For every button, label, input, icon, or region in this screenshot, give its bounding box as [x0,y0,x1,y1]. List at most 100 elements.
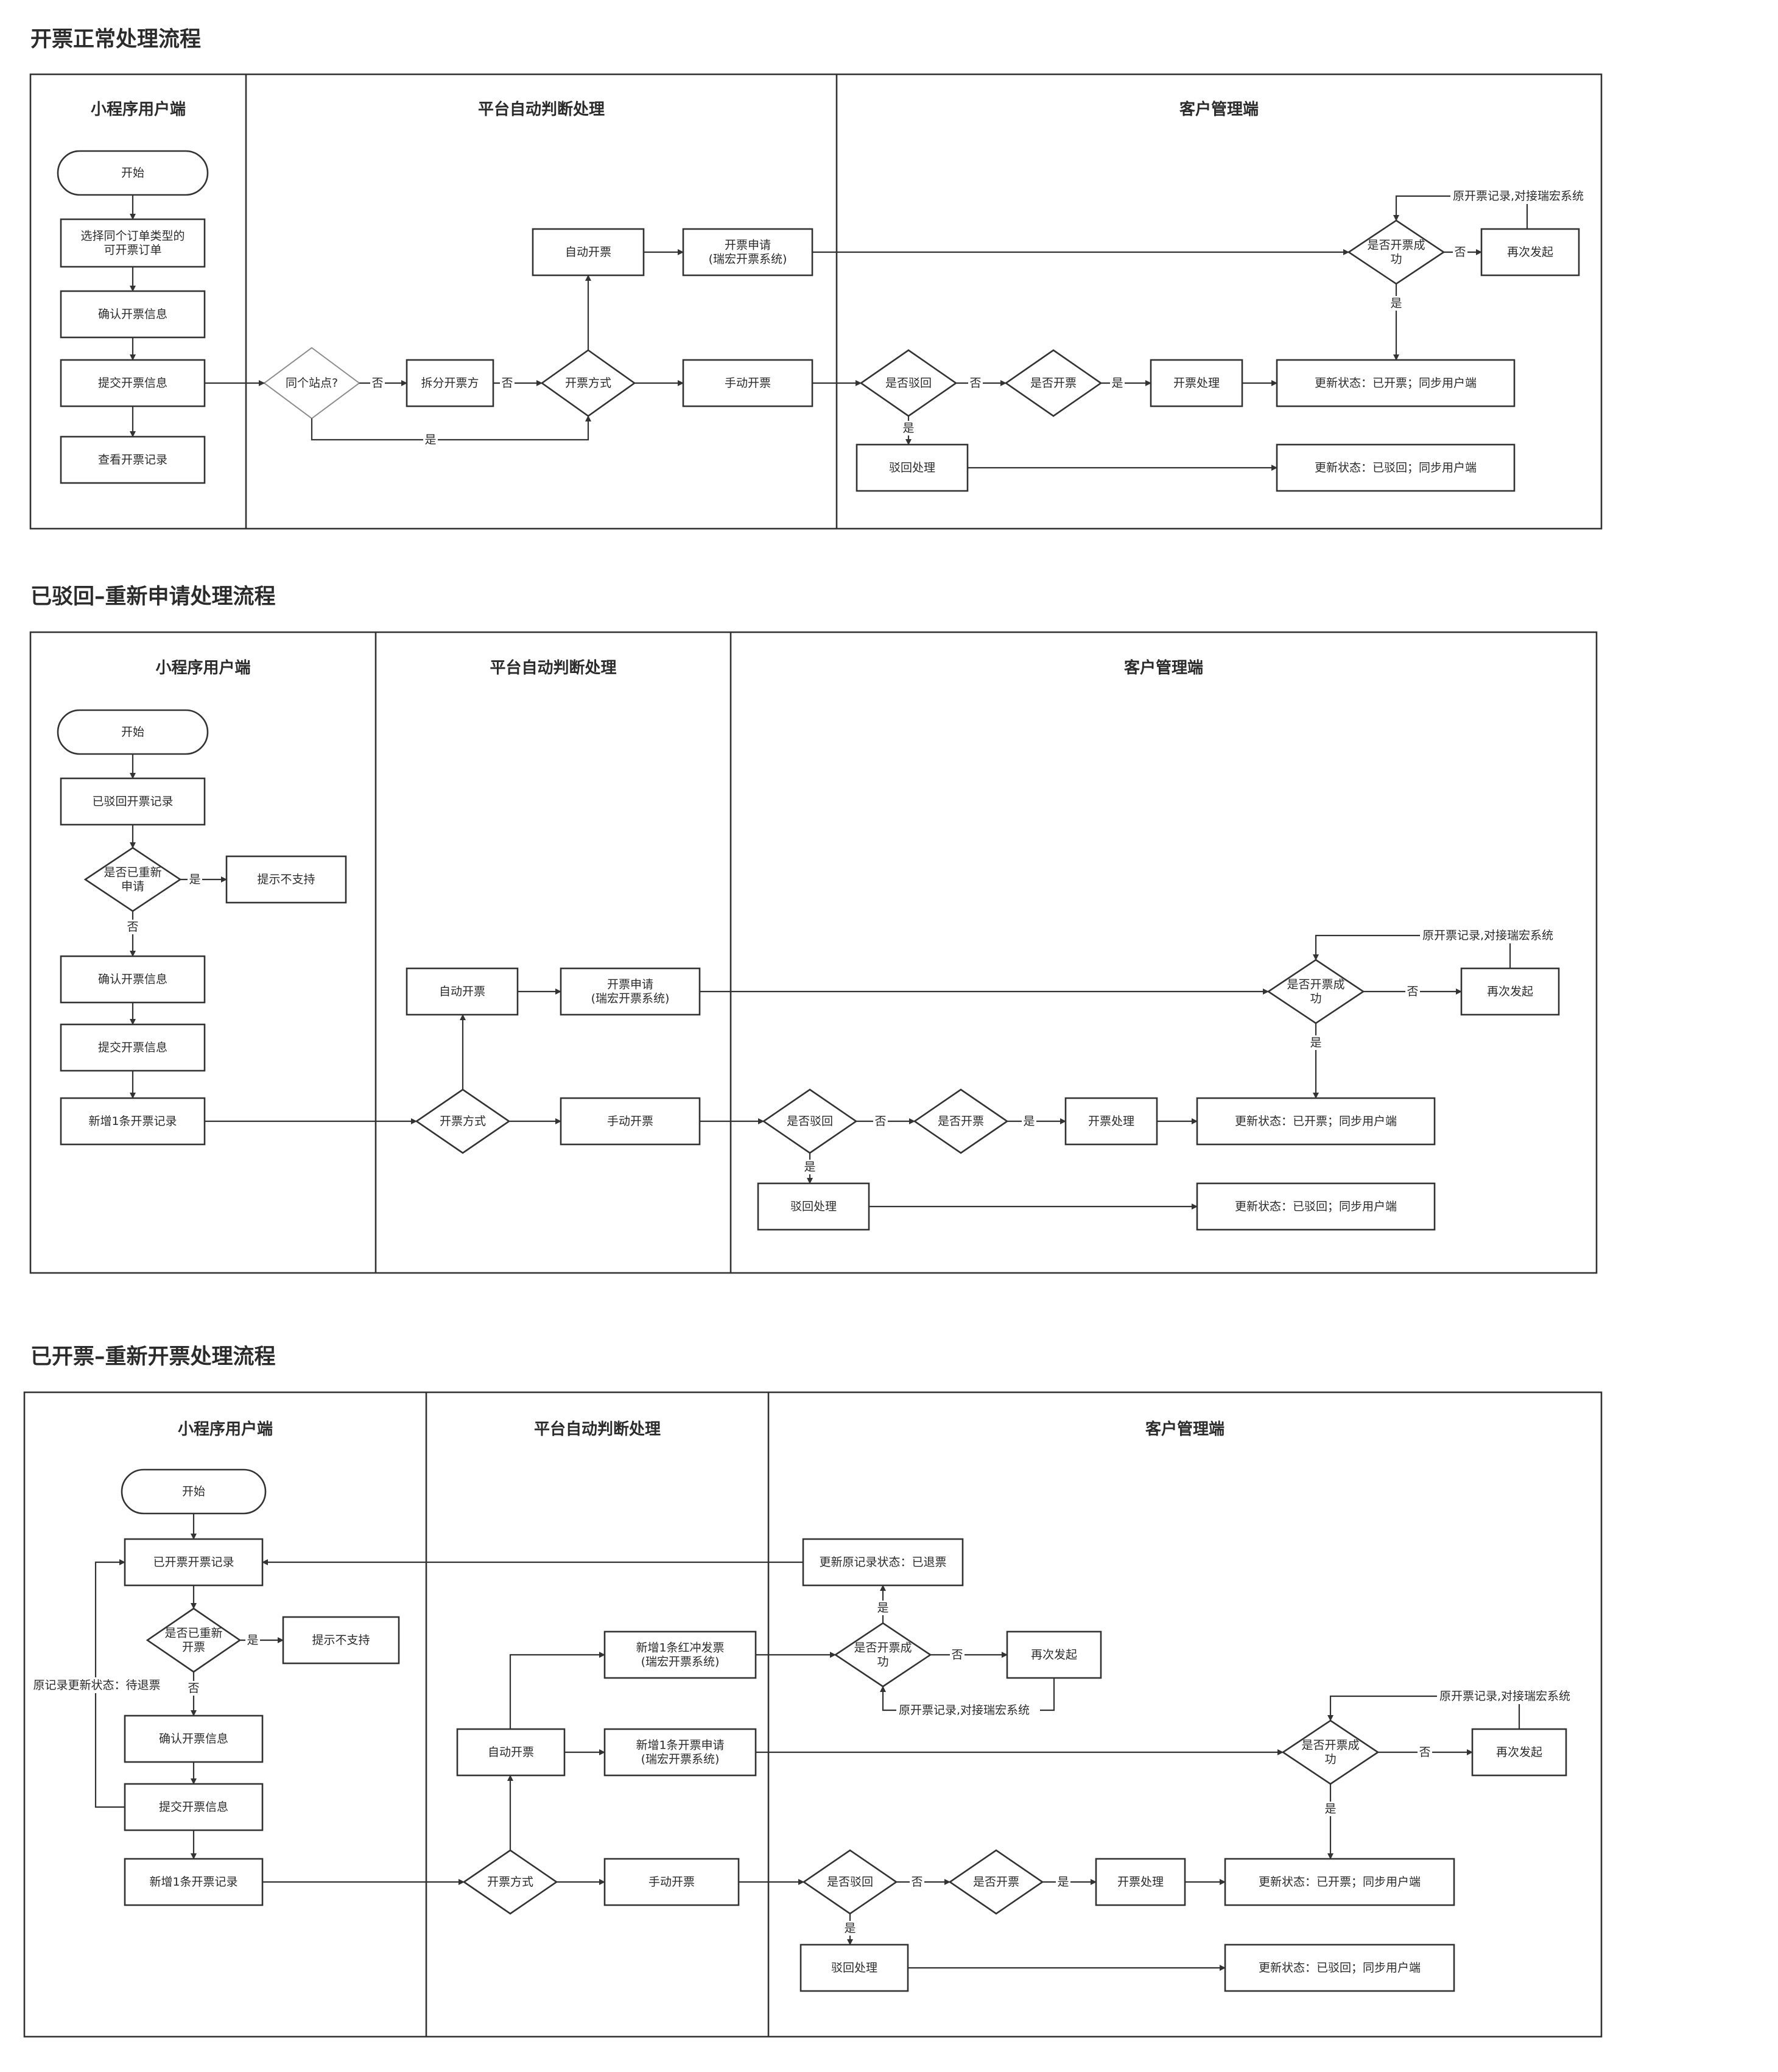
s2-rejected-record-label: 已驳回开票记录 [92,795,173,808]
s3-process: 开票处理 [1095,1858,1186,1906]
s1-confirm-shape [60,290,206,339]
s3-red-invoice-shape [603,1630,757,1679]
s1-l-yes-2-bg [1110,376,1125,390]
s1-submit: 提交开票信息 [60,359,206,407]
s2-auto: 自动开票 [406,967,519,1016]
section-2-frame: 小程序用户端平台自动判断处理客户管理端 [29,631,1598,1274]
s2-rejected-q-label: 是否驳回 [787,1115,833,1128]
s1-auto: 自动开票 [532,228,645,277]
s2-start-label: 开始 [121,725,144,739]
section-2-title: 已驳回–重新申请处理流程 [30,585,276,609]
s3-confirm-shape [124,1714,264,1763]
section-1-title-text: 开票正常处理流程 [30,27,201,52]
s1-reject-handle-label: 驳回处理 [889,461,935,474]
section-3-title-text: 已开票–重新开票处理流程 [30,1345,276,1369]
s2-process-label: 开票处理 [1088,1115,1134,1128]
s1-confirm-label: 确认开票信息 [98,308,167,321]
s3-l-yes-2-text: 是 [877,1601,888,1615]
s2-status-rejected-shape [1196,1182,1436,1231]
s3-new-apply-label-line-1: 新增1条开票申请 [636,1739,724,1752]
s3-red-loop-note-bg [896,1702,1040,1718]
s1-e8 [311,415,591,441]
s3-l-no-3: 否 [1418,1745,1432,1760]
s3-l-no-4-bg [910,1875,924,1889]
s3-red-invoice: 新增1条红冲发票(瑞宏开票系统) [603,1630,757,1679]
s1-rejected-q: 是否驳回 [859,349,958,417]
s1-l-no-1: 否 [370,376,385,390]
section-3-frame-lane-title-1: 小程序用户端 [178,1420,273,1439]
s3-submit-shape [124,1783,264,1831]
s2-rejected-q: 是否驳回 [762,1088,858,1154]
s1-select-orders-label-line-1: 选择同个订单类型的 [80,230,184,243]
s2-l-yes-3: 是 [803,1160,817,1174]
s2-success-q-label-line-1: 是否开票成 [1287,978,1344,992]
s3-reissued-q-label-line-1: 是否已重新 [164,1627,222,1640]
s3-l-yes-5-text: 是 [844,1922,856,1935]
s3-start: 开始 [121,1468,267,1515]
s3-l-no-4: 否 [910,1875,924,1889]
s3-method: 开票方式 [462,1849,558,1915]
s3-issue-q-label: 是否开票 [973,1875,1019,1889]
s3-not-supported: 提示不支持 [282,1616,400,1665]
s2-status-issued: 更新状态：已开票；同步用户端 [1196,1097,1436,1146]
s1-l-no-4: 否 [1453,245,1467,259]
s1-apply-label-line-2: (瑞宏开票系统) [709,253,787,266]
s2-l-yes-2-bg [1022,1114,1036,1129]
s3-process-shape [1095,1858,1186,1906]
s2-confirm: 确认开票信息 [60,955,206,1004]
s3-l-no-3-text: 否 [1419,1746,1430,1759]
s2-method: 开票方式 [415,1088,511,1154]
s3-not-supported-label: 提示不支持 [312,1633,370,1647]
s2-l-no-2-text: 否 [874,1115,886,1128]
s2-process: 开票处理 [1064,1097,1158,1146]
s1-reject-handle-shape [856,443,969,492]
s2-rejected-record: 已驳回开票记录 [60,777,206,826]
s2-l-yes-2: 是 [1022,1114,1036,1129]
s1-l-no-3: 否 [968,376,983,390]
s2-new-record-label: 新增1条开票记录 [88,1115,177,1128]
s2-issue-q-label: 是否开票 [938,1115,984,1128]
section-2-frame-lane-title-3: 客户管理端 [1124,658,1203,677]
s2-auto-label: 自动开票 [439,985,485,998]
s3-status-issued-shape [1224,1858,1455,1906]
s3-l-yes-2-bg [876,1601,890,1615]
s3-update-orig-label: 更新原记录状态：已退票 [819,1556,946,1569]
s2-apply-label-line-1: 开票申请 [607,978,653,992]
s3-manual: 手动开票 [603,1858,740,1906]
s2-l-yes-1-bg [188,872,202,887]
s3-submit: 提交开票信息 [124,1783,264,1831]
s3-status-issued: 更新状态：已开票；同步用户端 [1224,1858,1455,1906]
s3-new-apply-shape [603,1728,757,1777]
section-1-frame: 小程序用户端平台自动判断处理客户管理端 [29,73,1603,530]
s1-auto-label: 自动开票 [565,245,611,259]
s1-apply: 开票申请(瑞宏开票系统) [682,228,813,277]
s3-new-record: 新增1条开票记录 [124,1858,264,1906]
s1-success-q-label-line-2: 功 [1390,253,1402,266]
s3-loop-note-text: 原开票记录,对接瑞宏系统 [1439,1690,1570,1703]
s3-l-yes-3-bg [1056,1875,1070,1889]
s3-update-orig-shape [802,1538,964,1587]
s3-l-no-2-text: 否 [951,1648,963,1661]
s2-success-q-label-line-2: 功 [1310,992,1321,1006]
s2-not-supported: 提示不支持 [225,855,347,904]
s2-confirm-label: 确认开票信息 [98,973,167,986]
s3-l-yes-1-text: 是 [247,1633,258,1647]
s1-l-no-4-bg [1453,245,1467,259]
s1-same-site: 同个站点? [263,347,360,420]
s1-view-shape [60,435,206,484]
s3-auto: 自动开票 [456,1728,566,1777]
s2-l-no-3-text: 否 [1407,985,1418,998]
s2-reject-handle-shape [757,1182,870,1231]
s1-l-yes-2: 是 [1110,376,1125,390]
s1-l-yes-4-bg [1389,296,1404,311]
s3-l-yes-2: 是 [876,1601,890,1615]
section-1-frame-border [29,73,1603,530]
s1-manual: 手动开票 [682,359,813,407]
s3-red-retry-label: 再次发起 [1031,1648,1077,1661]
s2-l-no-1-bg [125,920,140,934]
s1-view-label: 查看开票记录 [98,453,167,467]
